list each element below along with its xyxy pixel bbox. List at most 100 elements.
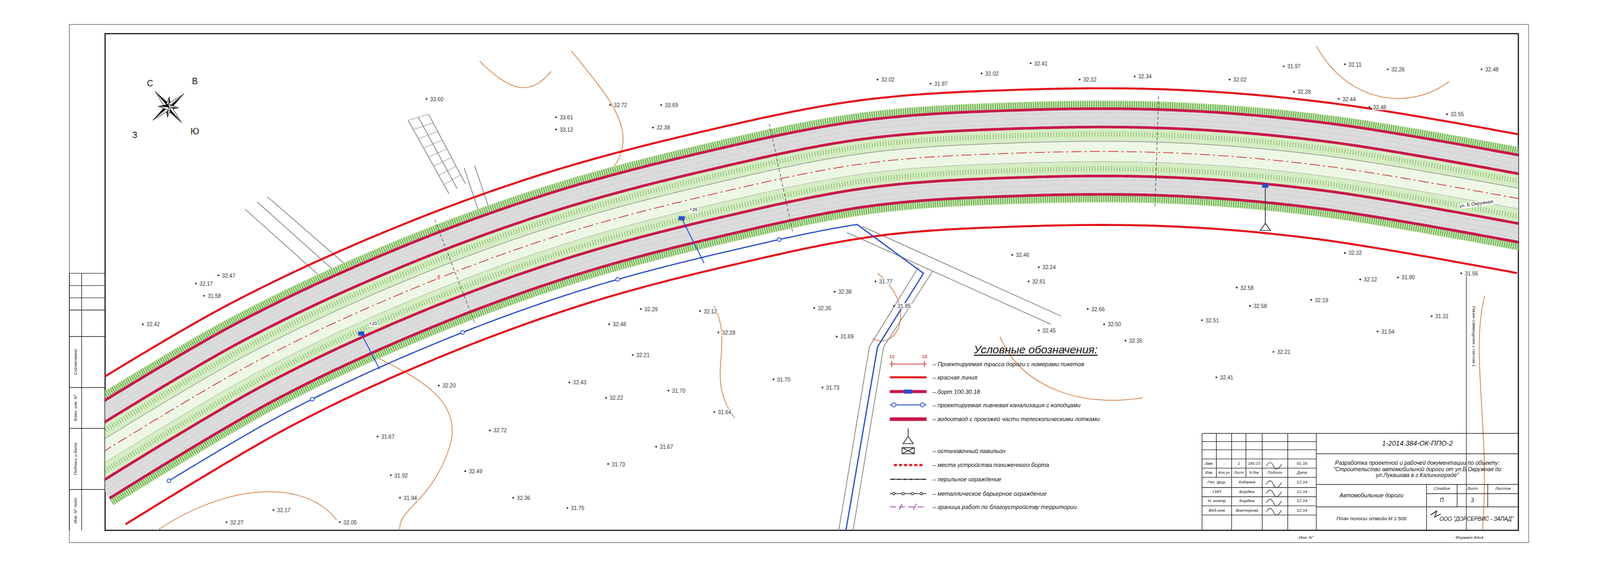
elevation-dot (1396, 276, 1399, 279)
approval-stamp (69, 273, 106, 531)
title-block-cell: Дата (1297, 470, 1307, 476)
inlet-mark (1262, 183, 1269, 188)
elevation-mark: 32.36 (516, 494, 531, 501)
grid-line (1202, 433, 1519, 435)
elevation-mark: 31.70 (671, 387, 686, 394)
title-block-cell: План полосы отвода М 1:500 (1318, 516, 1425, 522)
compass-ray (158, 106, 169, 110)
match-line (1466, 270, 1467, 531)
legend-entry: – остановочный павильон (932, 448, 1006, 455)
signature (1266, 499, 1282, 507)
elevation-dot (1272, 350, 1275, 353)
grid-line (1201, 433, 1203, 531)
existing-road-line (846, 232, 1052, 325)
elevation-dot (876, 78, 879, 81)
elevation-dot (338, 521, 341, 524)
title-block-cell: Подпись (1267, 470, 1283, 476)
title-block-cell: Листов (1495, 486, 1511, 492)
compass-letter: С (146, 78, 154, 89)
title-block-cell: Стадия (1433, 486, 1450, 492)
grid-line (1261, 477, 1263, 531)
elevation-dot (1359, 278, 1362, 281)
elevation-mark: 32.72 (492, 427, 508, 434)
elevation-mark: 32.32 (1347, 250, 1363, 256)
elevation-dot (772, 378, 775, 381)
picket-line (434, 219, 476, 325)
title-block-cell: 12.14 (1296, 508, 1308, 514)
title-block-grid (1202, 433, 1519, 531)
road-line (111, 198, 1519, 502)
elevation-mark: 32.51 (1205, 317, 1220, 324)
sewer-well (777, 237, 782, 242)
compass-ray (155, 91, 171, 108)
title-block-cell: Формат А4х4 (1455, 536, 1484, 541)
existing-road-line (418, 117, 458, 189)
sample-railing-post (910, 478, 912, 481)
elevation-dot (605, 396, 607, 399)
elevation-dot (892, 305, 895, 307)
grid-line (1287, 477, 1288, 531)
drain-tray (1265, 187, 1266, 225)
title-block-cell: Викторова (1235, 508, 1259, 514)
existing-road-line (838, 267, 919, 531)
elevation-mark: 31.97 (1286, 63, 1302, 70)
outer-frame (69, 24, 1529, 543)
rail-tie (423, 140, 443, 148)
elevation-mark: 32.38 (837, 289, 853, 295)
elevation-mark: 32.58 (1252, 302, 1268, 309)
grid-line (1202, 487, 1317, 488)
contour-line (1316, 45, 1450, 99)
title-block-cell: 12.14 (1296, 490, 1308, 495)
elevation-dot (225, 521, 228, 524)
picket-number: 8 (436, 274, 442, 281)
elevation-mark: 32.28 (1297, 89, 1312, 95)
sample-tray (889, 417, 927, 422)
signature (1266, 490, 1282, 498)
elevation-dot (1228, 78, 1231, 81)
title-block-cell: Кобанев (1238, 480, 1255, 486)
signature (1266, 462, 1282, 470)
elevation-mark: 32.22 (609, 395, 624, 402)
elevation-mark: 32.47 (221, 272, 236, 279)
title-block-cell: Зам. (1204, 461, 1214, 467)
rail-tie (413, 123, 434, 130)
elevation-dot (1376, 330, 1379, 333)
elevation-dot (398, 497, 401, 499)
road-line (105, 88, 1519, 409)
elevation-mark: 31.77 (878, 278, 893, 285)
elevation-dot (1078, 78, 1081, 81)
elevation-mark: 31.67 (380, 433, 396, 440)
elevation-dot (141, 323, 144, 326)
elevation-dot (667, 389, 669, 392)
elevation-mark: 32.26 (1390, 66, 1406, 73)
sewer-well (310, 397, 315, 402)
existing-road-line (852, 271, 933, 531)
elevation-mark: 31.85 (897, 302, 912, 309)
title-block-cell: Кол.уч (1218, 470, 1230, 476)
sample-kerb (889, 390, 927, 394)
sample-well (920, 403, 925, 408)
grid-line (69, 273, 106, 274)
elevation-mark: 32.48 (612, 321, 627, 328)
elevation-mark: 33.69 (664, 102, 679, 109)
title-block-cell: Лист (1234, 470, 1244, 476)
elevation-mark: 32.45 (1041, 327, 1056, 334)
elevation-dot (1029, 62, 1032, 64)
compass-letter: Ю (190, 126, 199, 137)
sample-well (891, 403, 896, 408)
map-area (105, 45, 1519, 531)
elevation-mark: 32.02 (1232, 76, 1247, 83)
sewer-well (460, 330, 465, 335)
road-line (107, 190, 1519, 495)
elevation-mark: 32.42 (146, 321, 161, 328)
title-block-cell: 12.14 (1296, 499, 1308, 504)
stamp-cell: Инв. N° подл. (73, 497, 78, 524)
inlet-pipe (361, 333, 380, 370)
elevation-mark: 32.41 (1219, 374, 1234, 381)
grid-line (1202, 530, 1519, 531)
elevation-mark: 32.38 (656, 124, 671, 131)
title-block-cell: Автомобильные дороги (1318, 492, 1425, 500)
sheet-frame (69, 24, 1529, 543)
sewer-well (166, 479, 171, 484)
rail-tie (443, 174, 461, 185)
